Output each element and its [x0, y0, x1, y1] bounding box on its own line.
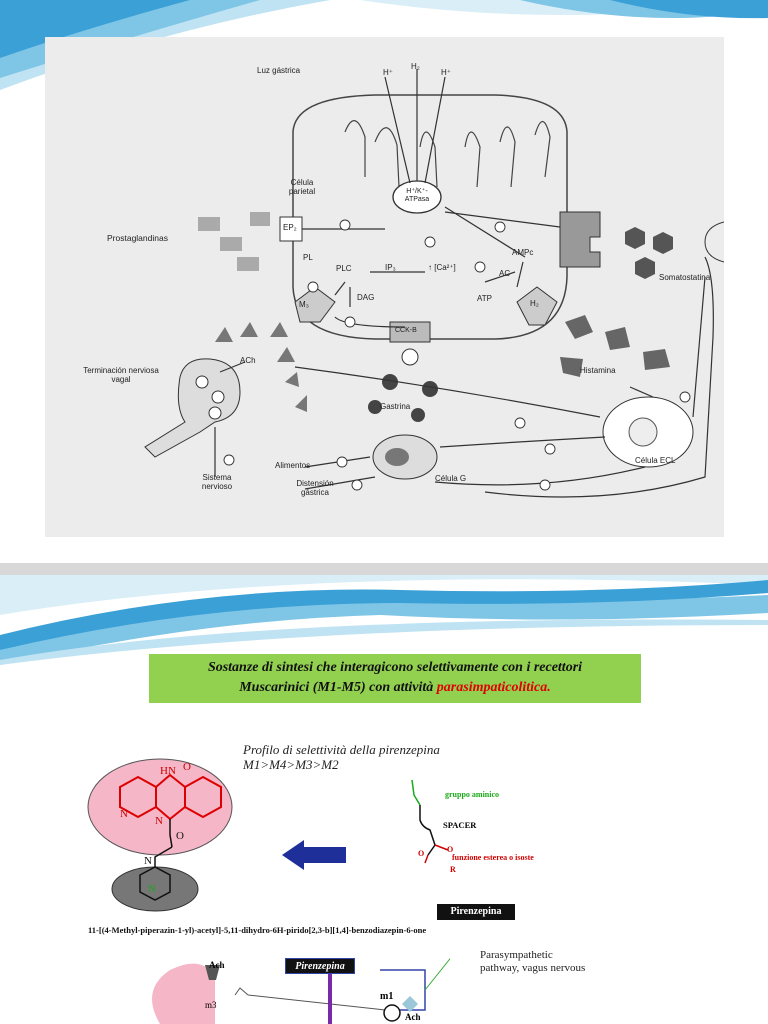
- label-distension: Distensión gástrica: [296, 479, 334, 497]
- label-ip3: IP₃: [385, 263, 396, 272]
- label-celula-parietal: Célula parietal: [288, 178, 316, 196]
- prostaglandin-blocks: [198, 212, 270, 271]
- o-label-3: O: [418, 849, 425, 858]
- slide-pirenzepine: Sostanze di sintesi che interagicono sel…: [0, 575, 768, 1024]
- funzione-label: funzione esterea o isoste: [452, 853, 534, 862]
- o-label-2: O: [176, 830, 184, 842]
- pirenzepine-structure: [87, 758, 233, 912]
- o-label-4: O: [447, 845, 454, 854]
- decorative-swoosh-top-2: [0, 575, 768, 665]
- label-alimentos: Alimentos: [275, 461, 311, 470]
- pathway-arrows: [214, 206, 714, 498]
- m3-label: m3: [205, 1000, 217, 1010]
- label-terminacion: Terminación nerviosa vagal: [83, 366, 159, 384]
- label-ampc: AMPc: [512, 248, 534, 257]
- n-label-2: N: [120, 808, 128, 820]
- histamine-receptor: [559, 211, 601, 268]
- n-label-4: N: [148, 883, 156, 895]
- hn-label: HN: [160, 765, 176, 777]
- histamine-molecules: [560, 315, 670, 377]
- gastrin-molecules: [368, 374, 438, 422]
- ach-label-2: Ach: [405, 1012, 421, 1022]
- title-line2-a: Muscarinici (M1-M5) con attività: [239, 680, 437, 695]
- pirenzepina-badge: Pirenzepina: [437, 904, 515, 920]
- label-celula-ecl: Célula ECL: [635, 456, 676, 465]
- label-h3: H⁺: [441, 68, 451, 77]
- n-label-3: N: [144, 855, 152, 867]
- parasympathetic-label: Parasympathetic pathway, vagus nervous: [480, 949, 585, 975]
- slide-divider: [0, 563, 768, 575]
- ach-molecules: [215, 322, 307, 412]
- diagram-scan: Luz gástrica H⁺ H₂ H⁺ Célula parietal H⁺…: [45, 37, 724, 537]
- chemical-name: 11-[(4-Methyl-piperazin-1-yl)-acetyl]-5,…: [88, 925, 427, 935]
- title-line2-b: parasimpaticolitica.: [436, 680, 551, 695]
- title-line1: Sostanze di sintesi che interagicono sel…: [207, 660, 583, 675]
- subtitle-line2: M1>M4>M3>M2: [243, 757, 339, 772]
- m1-label: m1: [380, 991, 394, 1002]
- spacer-label: SPACER: [443, 820, 477, 830]
- r-label: R: [450, 865, 456, 874]
- label-cckb: CCK-B: [395, 327, 417, 334]
- vagal-terminal: [144, 358, 241, 458]
- selectivity-subtitle: Profilo di selettività della pirenzepina…: [243, 742, 440, 772]
- decorative-swoosh-top: [0, 0, 768, 90]
- o-label-1: O: [183, 761, 191, 773]
- gastric-diagram: [144, 69, 724, 498]
- ach-label-1: Ach: [209, 960, 225, 970]
- label-luz: Luz gástrica: [257, 66, 301, 75]
- label-ca: ↑ [Ca²⁺]: [428, 263, 456, 272]
- pharmacophore-structure: [411, 779, 449, 864]
- pirenzepina-badge-2: Pirenzepina: [285, 958, 355, 974]
- slide-title: Sostanze di sintesi che interagicono sel…: [149, 654, 641, 703]
- label-dag: DAG: [357, 293, 375, 302]
- proton-arrows: [384, 69, 446, 184]
- label-ach: ACh: [240, 356, 256, 365]
- label-h2: H₂: [411, 62, 420, 71]
- label-histamina: Histamina: [580, 366, 616, 375]
- label-m3: M₃: [299, 300, 309, 309]
- label-h2-receptor: H₂: [530, 299, 539, 308]
- label-atp: ATP: [477, 294, 492, 303]
- label-prostaglandinas: Prostaglandinas: [107, 233, 168, 243]
- inhibition-signs: [223, 219, 691, 491]
- label-atpasa: H⁺/K⁺- ATPasa: [404, 188, 430, 203]
- slide-gastric-physiology: Luz gástrica H⁺ H₂ H⁺ Célula parietal H⁺…: [0, 0, 768, 537]
- subtitle-line1: Profilo di selettività della pirenzepina: [243, 742, 440, 757]
- label-h1: H⁺: [383, 68, 393, 77]
- h2-receptor: [516, 286, 558, 326]
- title-line2: Muscarinici (M1-M5) con attività parasim…: [149, 678, 641, 698]
- label-pl: PL: [303, 253, 313, 262]
- left-arrow-icon: [282, 840, 346, 870]
- label-sistema: Sistema nervioso: [201, 473, 233, 491]
- somatostatin-molecules: [625, 227, 673, 279]
- parietal-cell-outline: [292, 94, 568, 340]
- canaliculi: [344, 120, 551, 188]
- label-gastrina: Gastrina: [380, 402, 411, 411]
- label-somatostatina: Somatostatina: [659, 273, 711, 282]
- mechanism-diagram: [152, 957, 450, 1024]
- para-line1: Parasympathetic: [480, 949, 553, 961]
- gruppo-aminico-label: gruppo aminico: [445, 790, 500, 799]
- label-ac: AC: [499, 269, 511, 278]
- para-line2: pathway, vagus nervous: [480, 962, 586, 974]
- label-celula-g: Célula G: [435, 474, 467, 483]
- label-plc: PLC: [336, 264, 352, 273]
- label-ep2: EP₂: [283, 223, 297, 232]
- n-label-1: N: [155, 815, 163, 827]
